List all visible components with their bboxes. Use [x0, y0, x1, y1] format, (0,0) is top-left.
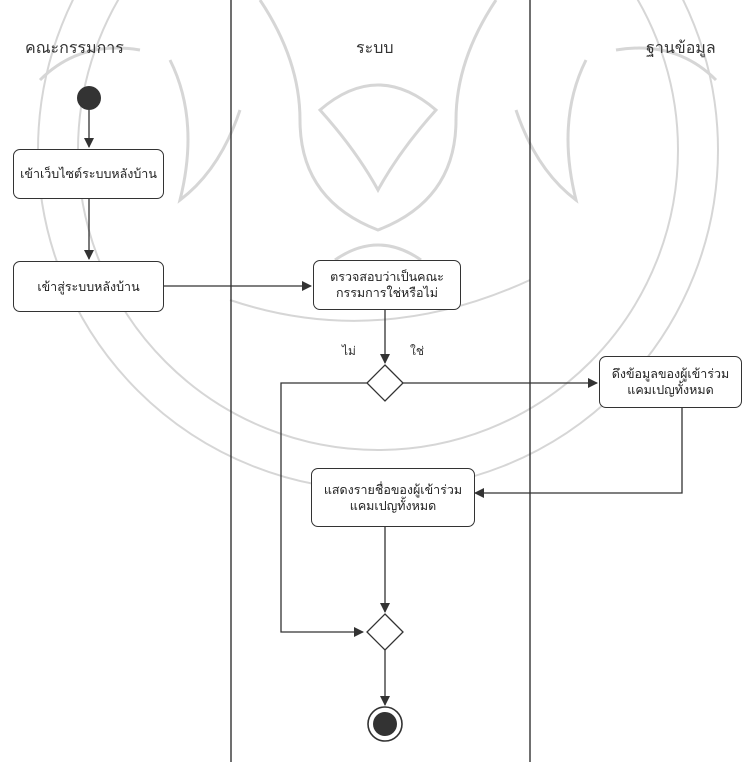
university-seal-watermark — [37, 0, 719, 491]
activity-label: ตรวจสอบว่าเป็นคณะกรรมการใช่หรือไม่ — [330, 269, 444, 300]
flow-fetch-to-show — [474, 408, 683, 498]
guard-no-label: ไม่ — [342, 344, 356, 358]
flow-no-to-merge — [280, 382, 367, 637]
final-node-dot — [373, 712, 397, 736]
activity-check-committee: ตรวจสอบว่าเป็นคณะกรรมการใช่หรือไม่ — [313, 260, 461, 310]
lane-title-database: ฐานข้อมูล — [646, 38, 716, 57]
activity-fetch-participants: ดึงข้อมูลของผู้เข้าร่วมแคมเปญทั้งหมด — [599, 356, 742, 408]
guard-yes-label: ใช่ — [410, 344, 425, 358]
activity-label: ดึงข้อมูลของผู้เข้าร่วมแคมเปญทั้งหมด — [611, 366, 730, 397]
activity-visit-backend-site: เข้าเว็บไซต์ระบบหลังบ้าน — [13, 149, 164, 199]
activity-show-participants: แสดงรายชื่อของผู้เข้าร่วมแคมเปญทั้งหมด — [311, 468, 475, 527]
activity-label: แสดงรายชื่อของผู้เข้าร่วมแคมเปญทั้งหมด — [323, 481, 463, 513]
activity-label: เข้าสู่ระบบหลังบ้าน — [37, 278, 140, 294]
lane-title-system: ระบบ — [356, 38, 394, 57]
merge-node — [366, 613, 404, 651]
decision-node — [366, 364, 404, 402]
lane-title-committee: คณะกรรมการ — [25, 38, 124, 57]
activity-label: เข้าเว็บไซต์ระบบหลังบ้าน — [20, 166, 157, 181]
activity-enter-backend: เข้าสู่ระบบหลังบ้าน — [13, 261, 164, 312]
initial-node — [77, 86, 101, 110]
